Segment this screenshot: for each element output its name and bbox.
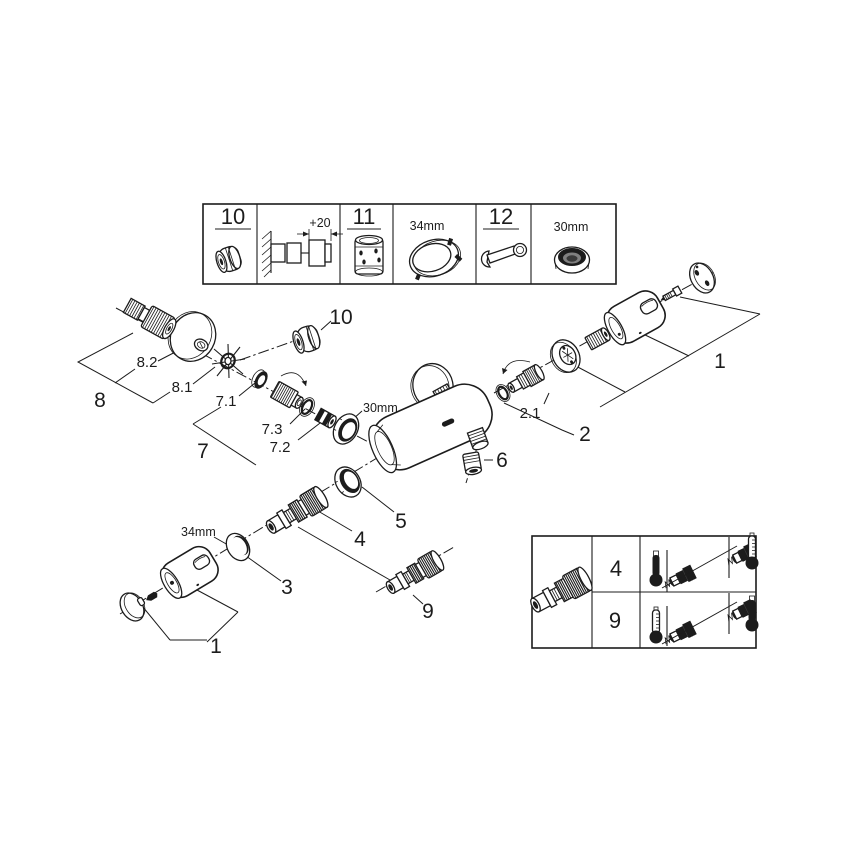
handle-cap-right <box>688 262 716 294</box>
chart-cell-10: 10 <box>215 204 251 273</box>
thermometer-scale-icon <box>745 532 759 570</box>
cap-nut-icon <box>215 245 242 273</box>
s-union-part-8-2 <box>122 297 177 340</box>
nut-30mm-part <box>332 413 360 445</box>
part-label-6: 6 <box>496 449 508 472</box>
wrench-size-label: 34mm <box>410 219 445 233</box>
reference-row-9-diagram <box>649 593 759 646</box>
chart-part-number: 11 <box>353 204 376 229</box>
handle-cap-bottom <box>119 592 146 622</box>
thermometer-hot-icon <box>649 550 663 587</box>
part-label-3: 3 <box>281 576 293 599</box>
chart-cell-30mm: 30mm <box>553 220 591 274</box>
reference-row-9-label: 9 <box>609 608 621 633</box>
flange-part-1 <box>549 339 581 374</box>
extension-sleeve-icon <box>354 234 384 277</box>
wrench-size-label: 30mm <box>554 220 589 234</box>
chart-part-number: 10 <box>221 204 245 229</box>
cartridge-icon <box>530 566 593 613</box>
part-label-9: 9 <box>422 600 434 623</box>
diagram-labels: 10 8.2 8.1 8 7.1 7.3 7.2 7 30mm 2.1 2 1 … <box>94 306 726 658</box>
chart-cell-extension: +20 <box>261 216 343 278</box>
part-label-2: 2 <box>579 423 591 446</box>
ring-part-3 <box>225 532 251 562</box>
ring-nut-icon <box>408 237 463 281</box>
extension-dimension: +20 <box>309 216 330 230</box>
adapter-part-6 <box>462 451 483 476</box>
part-label-8: 8 <box>94 389 106 412</box>
part-label-7: 7 <box>197 440 209 463</box>
size-label-30mm: 30mm <box>363 401 398 415</box>
cartridge-direction-arrow <box>502 360 531 375</box>
part-label-1-bottom: 1 <box>210 635 222 658</box>
part-label-1-right: 1 <box>714 350 726 373</box>
size-label-34mm: 34mm <box>181 525 216 539</box>
handle-part-1-right <box>603 290 666 346</box>
handle-screw-bottom <box>146 591 158 601</box>
check-valve-part-7 <box>270 381 304 409</box>
part-label-7-1: 7.1 <box>216 393 237 410</box>
thermometer-scale-icon <box>649 606 663 644</box>
parts-chart: 10 <box>202 203 617 285</box>
part-label-4: 4 <box>354 528 366 551</box>
part-label-7-3: 7.3 <box>262 421 283 438</box>
cartridge-reference-box: 4 9 <box>530 532 759 649</box>
part-label-7-2: 7.2 <box>270 439 291 456</box>
chart-part-number: 12 <box>489 204 513 229</box>
seal-marker-part-8-1 <box>211 343 246 379</box>
part-label-8-1: 8.1 <box>172 379 193 396</box>
part-label-5: 5 <box>395 510 407 533</box>
reference-row-4-diagram <box>649 532 759 592</box>
handle-screw-right <box>660 285 683 302</box>
o-ring-part-2 <box>495 384 511 402</box>
chart-cell-12: 12 <box>480 204 528 268</box>
part-label-10: 10 <box>329 306 352 329</box>
part-label-2-1: 2.1 <box>520 405 541 422</box>
reference-row-4-label: 4 <box>610 556 622 581</box>
handle-part-1-bottom <box>159 545 219 599</box>
chart-cell-34mm: 34mm <box>408 219 463 281</box>
mixer-body <box>368 383 493 474</box>
check-valve-direction-arrow <box>280 372 307 387</box>
part-label-8-2: 8.2 <box>137 354 158 371</box>
thermostatic-cartridge-part-4 <box>265 485 329 534</box>
nut-part-5 <box>334 466 362 498</box>
leader-lines <box>76 296 761 643</box>
cap-part-10 <box>292 324 321 354</box>
thermometer-hot-icon <box>745 595 759 632</box>
insert-part-7-2 <box>313 407 337 429</box>
seal-part-7-1 <box>251 369 268 389</box>
open-end-wrench-icon <box>480 242 528 268</box>
thermostatic-cartridge-part-9 <box>385 550 445 595</box>
body-outlet-threads <box>466 426 489 451</box>
handle-adapter-part-1 <box>584 327 611 351</box>
cap-nut-30-icon <box>553 246 591 274</box>
chart-cell-11: 11 <box>347 204 384 277</box>
wall-extension-diagram-icon <box>261 229 343 278</box>
cartridge-part-2-1 <box>507 363 545 393</box>
o-ring-part-7-3 <box>299 397 315 417</box>
